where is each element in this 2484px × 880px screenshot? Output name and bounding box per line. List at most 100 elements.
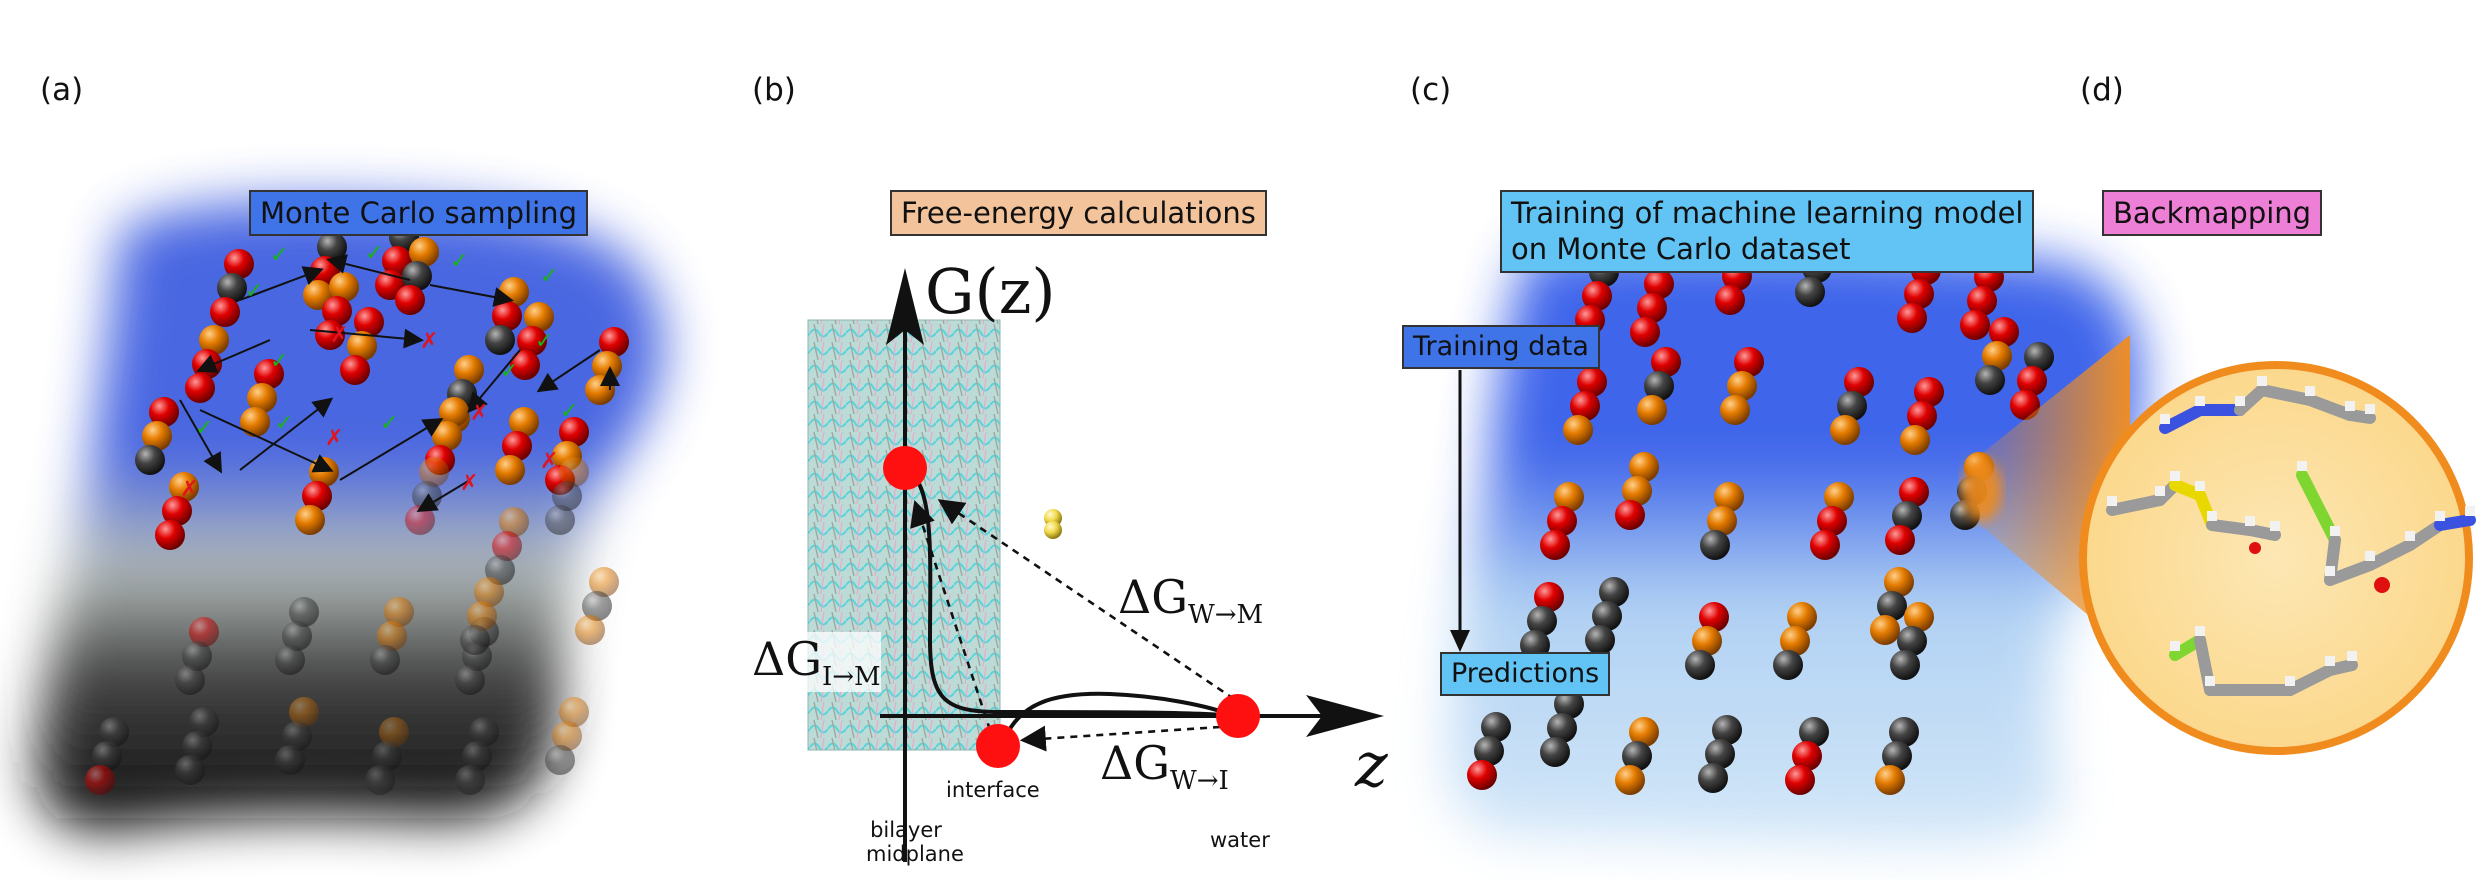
cg-bead <box>460 625 490 655</box>
panel-b-axes <box>880 268 1384 862</box>
cg-bead <box>1884 567 1914 597</box>
mc-move-arrow <box>326 254 411 281</box>
cg-molecule <box>1615 717 1659 795</box>
cg-molecule <box>1810 482 1854 560</box>
cg-bead <box>524 302 554 332</box>
cg-bead <box>1960 310 1990 340</box>
hydrogen-stub <box>2245 516 2255 526</box>
dg-wi-label: ΔGW→I <box>1100 736 1229 796</box>
cg-molecule <box>240 359 284 437</box>
cg-bead <box>1897 303 1927 333</box>
cg-bead <box>329 272 359 302</box>
rejected-move-icon: ✗ <box>460 471 478 496</box>
cg-bead <box>1651 347 1681 377</box>
cg-bead <box>462 741 492 771</box>
mc-move-arrow <box>179 399 222 474</box>
bilayer-line1: bilayer <box>870 818 942 842</box>
cg-bead <box>1870 615 1900 645</box>
cg-bead <box>189 617 219 647</box>
bond-stick <box>2206 519 2256 536</box>
cg-bead <box>1534 582 1564 612</box>
cg-bead <box>142 421 172 451</box>
cg-bead <box>282 621 312 651</box>
cg-bead <box>589 567 619 597</box>
cg-bead <box>559 697 589 727</box>
cg-molecule <box>1540 482 1584 560</box>
cg-bead <box>510 350 540 380</box>
rejected-move-icon: ✗ <box>420 329 438 354</box>
bond-stick <box>2304 394 2356 421</box>
cg-molecule <box>275 597 319 675</box>
cg-bead <box>384 597 414 627</box>
training-label: Training of machine learning model on Mo… <box>1500 190 2035 273</box>
dg-im-label: ΔGI→M <box>752 632 881 693</box>
cg-bead <box>582 591 612 621</box>
hydrogen-stub <box>2365 404 2375 414</box>
accepted-move-icon: ✓ <box>245 279 263 304</box>
cg-bead <box>1844 367 1874 397</box>
cg-molecule <box>1467 712 1511 790</box>
hydrogen-stub <box>2270 521 2280 531</box>
cg-bead <box>282 721 312 751</box>
cg-bead <box>467 601 497 631</box>
cg-bead <box>1799 717 1829 747</box>
cg-bead <box>1982 341 2012 371</box>
cg-molecule <box>1720 347 1764 425</box>
training-label-line2: on Monte Carlo dataset <box>1511 232 1851 267</box>
cg-bead <box>182 731 212 761</box>
free-energy-calculations-label: Free-energy calculations <box>890 190 1267 237</box>
hydrogen-stub <box>2195 481 2205 491</box>
hydrogen-stub <box>2345 401 2355 411</box>
hydrogen-stub <box>2205 676 2215 686</box>
hydrogen-stub <box>2347 651 2357 661</box>
cg-bead <box>469 717 499 747</box>
cg-molecule <box>210 249 254 327</box>
cg-bead <box>1630 317 1660 347</box>
cg-bead <box>275 745 305 775</box>
cg-bead <box>1527 606 1557 636</box>
cg-bead <box>224 249 254 279</box>
cg-bead <box>1629 452 1659 482</box>
cg-molecule <box>1975 317 2019 395</box>
accepted-move-icon: ✓ <box>500 359 518 384</box>
cg-molecule <box>395 237 439 315</box>
cg-bead <box>559 457 589 487</box>
cg-molecule <box>175 707 219 785</box>
monte-carlo-sampling-label: Monte Carlo sampling <box>249 190 588 237</box>
cg-bead <box>395 285 425 315</box>
cg-bead <box>1785 765 1815 795</box>
panel-c-arrow <box>1450 370 1470 652</box>
cg-bead <box>517 326 547 356</box>
cg-bead <box>1699 602 1729 632</box>
hydrogen-stub <box>2170 641 2180 651</box>
accepted-move-icon: ✓ <box>450 249 468 274</box>
mc-move-arrow <box>239 266 324 301</box>
cg-bead <box>162 496 192 526</box>
cg-bead <box>545 505 575 535</box>
cg-molecule <box>1830 367 1874 445</box>
cg-bead <box>1622 476 1652 506</box>
cg-bead <box>155 520 185 550</box>
cg-bead <box>289 597 319 627</box>
cg-bead <box>1474 736 1504 766</box>
cg-bead <box>495 455 525 485</box>
cg-bead <box>1900 425 1930 455</box>
dg-im-symbol: ΔG <box>752 632 822 686</box>
cg-bead <box>1698 763 1728 793</box>
cg-molecule <box>275 697 319 775</box>
cg-bead <box>1481 712 1511 742</box>
hydrogen-stub <box>2435 511 2445 521</box>
cg-bead <box>1795 277 1825 307</box>
bond-stick <box>2344 409 2376 424</box>
cg-molecule <box>1698 715 1742 793</box>
interface-label: interface <box>946 778 1040 802</box>
backmapping-label: Backmapping <box>2102 190 2323 237</box>
cg-molecule <box>135 397 179 475</box>
mc-move-arrow <box>429 284 514 307</box>
panel-d-letter: (d) <box>2080 72 2124 108</box>
cg-molecule <box>460 577 504 655</box>
rejected-move-icon: ✗ <box>330 323 348 348</box>
cg-bead <box>182 641 212 671</box>
accepted-move-icon: ✓ <box>560 399 578 424</box>
cg-molecule <box>155 472 199 550</box>
